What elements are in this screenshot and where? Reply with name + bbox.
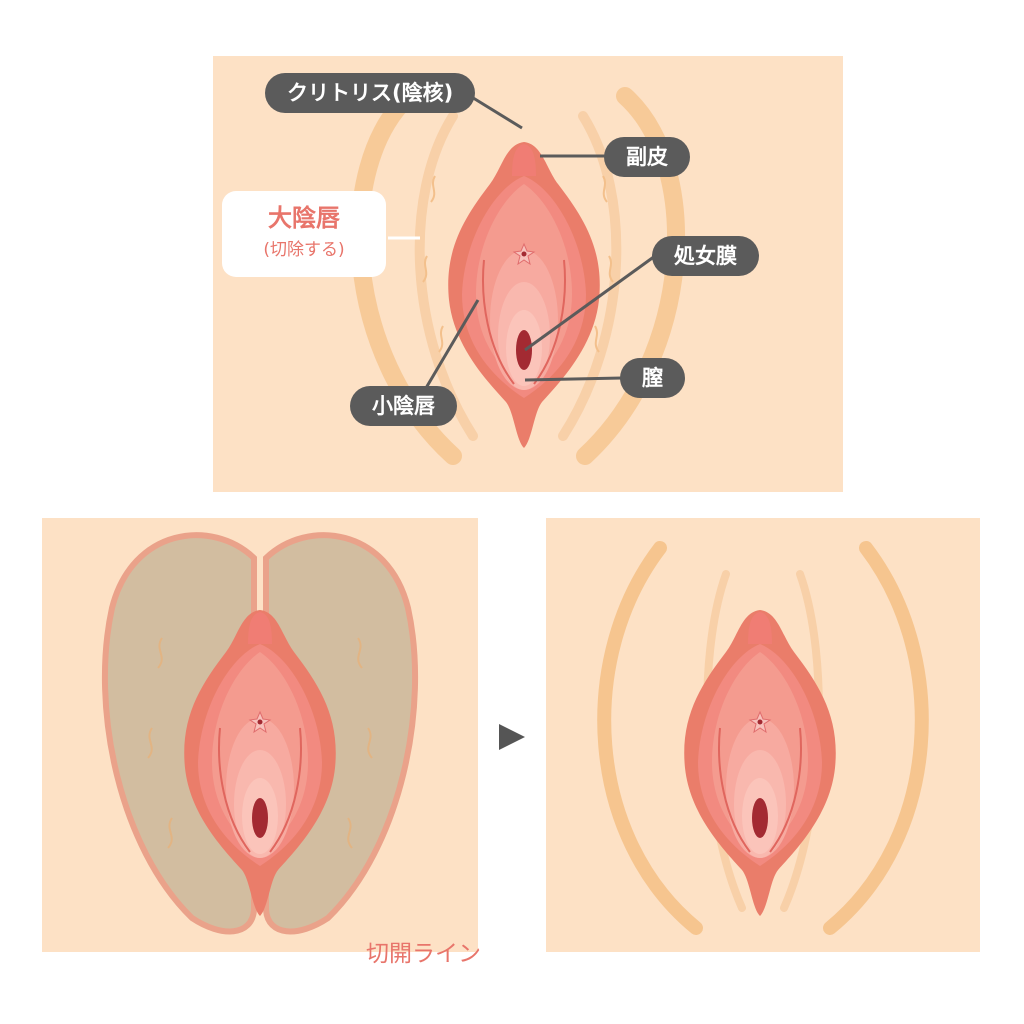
label-prepuce: 副皮: [604, 137, 690, 177]
label-labia-majora-note: (切除する): [263, 240, 345, 260]
before-panel: [42, 518, 478, 952]
label-hymen: 処女膜: [652, 236, 759, 276]
label-vagina: 膣: [620, 358, 685, 398]
label-labia-majora-title: 大陰唇: [268, 204, 340, 232]
after-panel: [546, 518, 980, 952]
label-labia-majora: 大陰唇 (切除する): [222, 191, 386, 277]
right-triangle-icon: [499, 724, 525, 750]
label-incision-line: 切開ライン: [366, 941, 481, 967]
label-clitoris: クリトリス(陰核): [265, 73, 476, 113]
label-labia-minora: 小陰唇: [350, 386, 457, 426]
